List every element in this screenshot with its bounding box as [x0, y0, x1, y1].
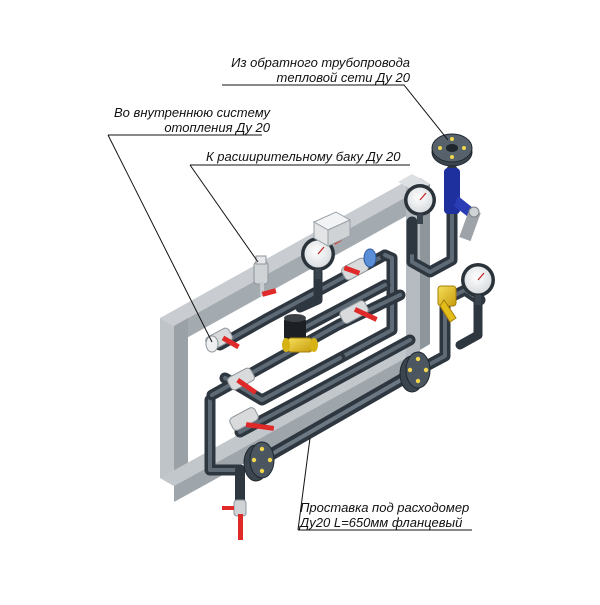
label-flowmeter-spacer-1: Проставка под расходомер	[300, 500, 470, 515]
label-expansion-tank: К расширительному баку Ду 20	[206, 149, 400, 164]
label-heating-system-1: Во внутреннюю систему	[114, 105, 270, 120]
ball-valve-upper-right	[341, 248, 377, 281]
flange-top-inlet	[431, 133, 473, 167]
label-heating-system-2: отопления Ду 20	[164, 120, 270, 135]
junction-box	[312, 211, 352, 247]
ball-valve-upper-left	[205, 327, 240, 353]
label-expansion-tank-text: К расширительному баку Ду 20	[206, 149, 401, 164]
ball-valve-middle-left	[227, 367, 258, 395]
brass-strainer-right	[437, 285, 457, 323]
leader-expansion-tank	[189, 164, 259, 263]
solenoid-valve	[282, 314, 318, 353]
flange-left	[243, 441, 275, 482]
leader-return-line	[222, 84, 449, 141]
drain-valve	[222, 499, 247, 540]
label-flowmeter-spacer: Проставка под расходомер Ду20 L=650мм фл…	[300, 500, 469, 530]
label-flowmeter-spacer-2: Ду20 L=650мм фланцевый	[300, 515, 463, 530]
ball-valve-lower-left	[229, 407, 275, 431]
flange-right	[399, 351, 431, 393]
label-return-line-1: Из обратного трубопровода	[231, 55, 410, 70]
leader-lines	[107, 84, 472, 531]
leader-flowmeter-spacer	[297, 437, 311, 531]
pressure-gauge-top	[404, 184, 436, 224]
ball-valve-middle-right	[339, 300, 378, 324]
blue-strainer-valve	[444, 168, 481, 242]
mounting-frame	[160, 174, 430, 502]
leader-heating-system	[107, 134, 213, 343]
ball-valve-top	[253, 255, 277, 297]
pressure-gauge-right	[461, 263, 495, 305]
label-return-line: Из обратного трубопровода тепловой сети …	[210, 55, 410, 85]
label-return-line-2: тепловой сети Ду 20	[276, 70, 410, 85]
label-heating-system: Во внутреннюю систему отопления Ду 20	[100, 105, 270, 135]
